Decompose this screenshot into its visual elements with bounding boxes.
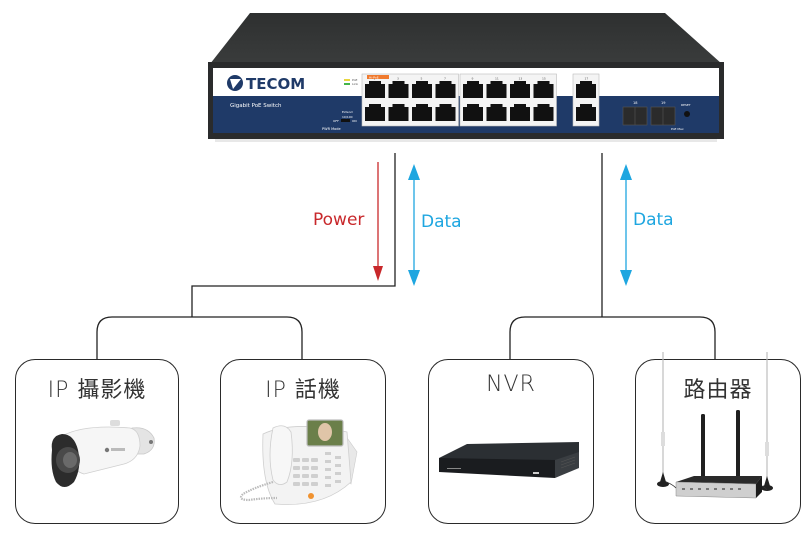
rj45-port[interactable] <box>576 81 596 98</box>
rj45-port[interactable] <box>486 81 507 98</box>
port-number-label: 13 <box>519 77 523 81</box>
hi-poe-label: Hi-PoE <box>369 76 379 80</box>
port-number-label: 3 <box>397 77 399 81</box>
port-number-label: 7 <box>444 77 446 81</box>
mode-sub: 10/100 <box>342 115 353 119</box>
rj45-port[interactable] <box>365 81 385 98</box>
device-title: NVR <box>486 372 536 397</box>
left-trunk-line <box>191 153 396 317</box>
sfp-label-19: 19 <box>661 101 665 105</box>
power-label: Power <box>313 210 365 230</box>
rj45-port[interactable] <box>486 104 507 121</box>
switch-shadow <box>215 139 717 142</box>
switch-model-label: Gigabit PoE Switch <box>230 103 282 109</box>
rj45-port[interactable] <box>576 104 596 121</box>
sfp-port-18[interactable] <box>622 106 648 126</box>
rj45-port[interactable] <box>533 81 554 98</box>
data-label-left: Data <box>421 212 462 232</box>
data-arrow-left <box>408 164 420 286</box>
tecom-logo: TECOM <box>227 75 305 93</box>
right-branch-line <box>509 316 716 360</box>
rj45-port[interactable] <box>463 104 483 121</box>
reset-button[interactable] <box>684 111 690 117</box>
rj45-port[interactable] <box>463 81 483 98</box>
left-branch-line <box>96 316 303 360</box>
port-number-label: 9 <box>472 77 474 81</box>
rj45-port[interactable] <box>510 81 530 98</box>
data-arrow-right <box>620 164 632 286</box>
rj45-port[interactable] <box>365 104 385 121</box>
reset-label: RESET <box>681 103 691 107</box>
mode-off: OFF <box>333 119 339 123</box>
mode-on: ON <box>352 119 357 123</box>
port-number-label: 17 <box>585 77 589 81</box>
port-number-label: 15 <box>542 77 546 81</box>
front-caption: PWR Mode <box>322 127 341 131</box>
sfp-label-18: 18 <box>633 101 637 105</box>
rj45-ports: 1357911131517 <box>361 73 600 127</box>
device-title: IP 話機 <box>265 378 341 403</box>
poe-switch: TECOM Gigabit PoE Switch PoE Link Extend… <box>208 13 724 142</box>
device-title: 路由器 <box>683 378 753 403</box>
device-title: IP 攝影機 <box>47 378 147 403</box>
ip-camera-icon <box>51 420 155 487</box>
connectors <box>96 153 716 360</box>
poe-led-legend <box>344 79 350 81</box>
legend-poe: PoE <box>352 78 358 82</box>
mode-toggle[interactable] <box>341 119 350 122</box>
rj45-port[interactable] <box>388 104 409 121</box>
ip-phone-icon <box>239 419 358 505</box>
device-box-router: 路由器 <box>635 352 801 524</box>
link-led-legend <box>344 83 350 85</box>
nvr-recorder-icon <box>439 442 579 478</box>
port-number-label: 5 <box>421 77 423 81</box>
rj45-port[interactable] <box>412 81 432 98</box>
rj45-port[interactable] <box>435 81 456 98</box>
data-label-right: Data <box>633 210 674 230</box>
rj45-port[interactable] <box>435 104 456 121</box>
rj45-port[interactable] <box>510 104 530 121</box>
rj45-port[interactable] <box>412 104 432 121</box>
switch-brand: TECOM <box>246 75 305 93</box>
port-number-label: 11 <box>495 77 499 81</box>
switch-top-face <box>210 13 722 64</box>
device-box-nvr: NVR <box>428 359 594 524</box>
mode-label: Extend <box>342 110 353 114</box>
rj45-port[interactable] <box>388 81 409 98</box>
rj45-port[interactable] <box>533 104 554 121</box>
hi-poe-tag <box>367 75 389 79</box>
poe-max-label: PoE Max <box>671 127 684 131</box>
legend-link: Link <box>352 82 358 86</box>
sfp-port-19[interactable] <box>650 106 676 126</box>
router-icon <box>657 352 773 499</box>
device-box-ip-camera: IP 攝影機 <box>15 359 179 524</box>
power-arrow <box>373 162 383 281</box>
device-box-ip-phone: IP 話機 <box>220 359 386 524</box>
